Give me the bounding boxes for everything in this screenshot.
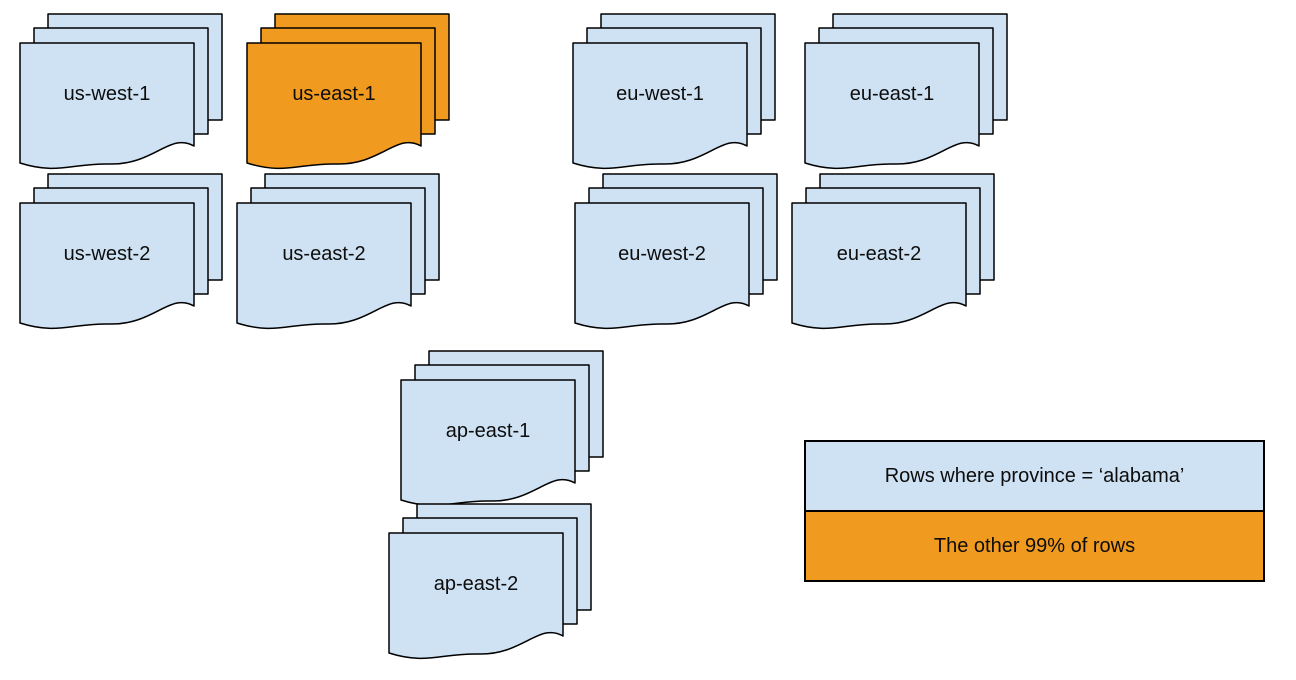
region-stack-eu-east-2: eu-east-2 bbox=[791, 173, 996, 337]
legend-label: Rows where province = ‘alabama’ bbox=[884, 464, 1185, 487]
document-stack-icon bbox=[791, 173, 995, 330]
document-stack-icon bbox=[19, 173, 223, 330]
document-stack-icon bbox=[572, 13, 776, 170]
region-stack-eu-west-2: eu-west-2 bbox=[574, 173, 779, 337]
region-stack-us-west-1: us-west-1 bbox=[19, 13, 224, 177]
page-front bbox=[236, 202, 412, 330]
region-stack-ap-east-1: ap-east-1 bbox=[400, 350, 605, 514]
document-stack-icon bbox=[400, 350, 604, 507]
region-stack-us-west-2: us-west-2 bbox=[19, 173, 224, 337]
region-label: ap-east-1 bbox=[445, 420, 531, 442]
region-label: us-east-1 bbox=[292, 83, 376, 105]
page-front bbox=[572, 42, 748, 170]
region-label: us-east-2 bbox=[282, 243, 366, 265]
region-stack-us-east-1: us-east-1 bbox=[246, 13, 451, 177]
page-front bbox=[246, 42, 422, 170]
page-front bbox=[574, 202, 750, 330]
page-front bbox=[388, 532, 564, 660]
document-stack-icon bbox=[246, 13, 450, 170]
page-front bbox=[804, 42, 980, 170]
region-label: eu-west-1 bbox=[616, 83, 704, 105]
page-front bbox=[19, 42, 195, 170]
document-stack-icon bbox=[804, 13, 1008, 170]
legend-row-other-rows: The other 99% of rows bbox=[806, 510, 1263, 580]
document-stack-icon bbox=[19, 13, 223, 170]
document-stack-icon bbox=[388, 503, 592, 660]
region-label: eu-east-1 bbox=[849, 83, 935, 105]
page-front bbox=[791, 202, 967, 330]
region-stack-ap-east-2: ap-east-2 bbox=[388, 503, 593, 667]
region-label: us-west-1 bbox=[63, 83, 151, 105]
region-stack-eu-west-1: eu-west-1 bbox=[572, 13, 777, 177]
region-stack-us-east-2: us-east-2 bbox=[236, 173, 441, 337]
legend: Rows where province = ‘alabama’ The othe… bbox=[804, 440, 1265, 582]
document-stack-icon bbox=[574, 173, 778, 330]
document-stack-icon bbox=[236, 173, 440, 330]
region-label: us-west-2 bbox=[63, 243, 151, 265]
page-front bbox=[19, 202, 195, 330]
region-stack-eu-east-1: eu-east-1 bbox=[804, 13, 1009, 177]
region-label: eu-east-2 bbox=[836, 243, 922, 265]
region-label: ap-east-2 bbox=[433, 573, 519, 595]
region-label: eu-west-2 bbox=[618, 243, 706, 265]
legend-label: The other 99% of rows bbox=[933, 534, 1136, 557]
legend-row-alabama-rows: Rows where province = ‘alabama’ bbox=[806, 442, 1263, 510]
